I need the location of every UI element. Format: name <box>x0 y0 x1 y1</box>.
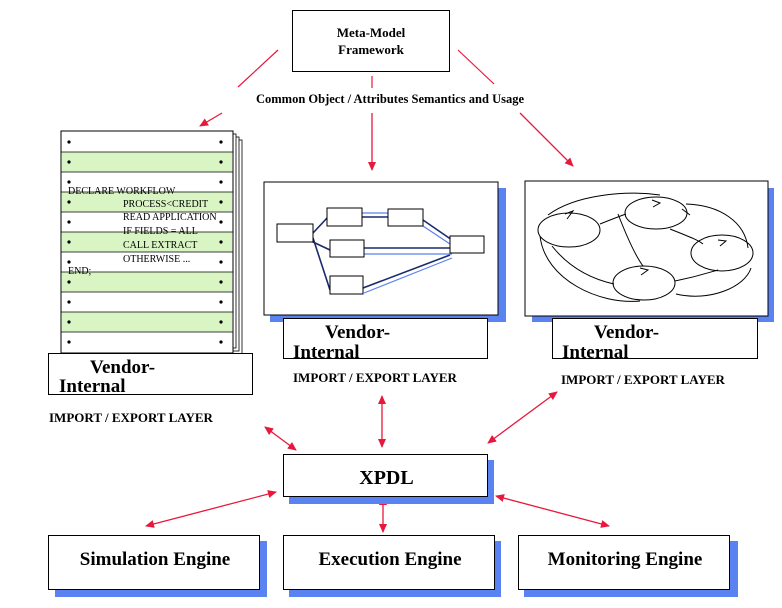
arrow-right-vendor-xpdl <box>487 391 558 444</box>
vendor-left-layer: IMPORT / EXPORT LAYER <box>49 410 213 425</box>
meta-line-right <box>457 49 495 85</box>
code-line-7: END; <box>68 266 92 277</box>
arrow-xpdl-simulation <box>145 490 277 528</box>
code-line-5: CALL EXTRACT <box>123 240 198 251</box>
arrow-to-right-vendor <box>519 112 574 167</box>
code-listing-page <box>60 130 243 355</box>
code-line-3: READ APPLICATION <box>123 212 217 223</box>
vendor-mid-line1: Vendor- <box>325 322 391 343</box>
vendor-mid-layer: IMPORT / EXPORT LAYER <box>293 370 457 385</box>
right-picture-frame <box>524 180 769 317</box>
arrow-left-vendor-xpdl <box>264 426 297 451</box>
state-diagram <box>537 192 754 302</box>
vendor-left-box: Vendor- Internal <box>48 353 253 397</box>
vendor-right-box: Vendor- Internal <box>552 318 758 363</box>
vendor-right-line2: Internal <box>562 342 629 363</box>
execution-engine-box: Execution Engine <box>283 535 495 590</box>
arrow-to-left-vendor <box>199 112 223 127</box>
simulation-engine-box: Simulation Engine <box>48 535 260 590</box>
xpdl-box: XPDL <box>283 454 488 497</box>
simulation-engine-label: Simulation Engine <box>79 549 231 570</box>
vendor-mid-box: Vendor- Internal <box>283 318 488 363</box>
xpdl-label: XPDL <box>359 467 414 489</box>
code-line-1: DECLARE WORKFLOW <box>68 186 176 197</box>
code-line-2: PROCESS<CREDIT <box>123 199 209 210</box>
monitoring-engine-box: Monitoring Engine <box>518 535 730 590</box>
monitoring-engine-label: Monitoring Engine <box>547 549 703 570</box>
execution-engine-label: Execution Engine <box>318 549 462 570</box>
vendor-right-layer: IMPORT / EXPORT LAYER <box>561 372 725 387</box>
vendor-right-line1: Vendor- <box>594 322 660 343</box>
vendor-left-line2: Internal <box>59 376 126 397</box>
arrow-xpdl-monitoring <box>495 494 610 528</box>
meta-line-left <box>237 49 279 88</box>
meta-model-line2: Framework <box>338 42 404 57</box>
process-graph <box>276 207 485 295</box>
vendor-left-line1: Vendor- <box>90 357 156 378</box>
meta-model-line1: Meta-Model <box>336 25 406 40</box>
code-line-4: IF FIELDS = ALL <box>123 226 198 237</box>
common-semantics-label: Common Object / Attributes Semantics and… <box>255 92 525 106</box>
meta-model-box: Meta-Model Framework <box>292 10 450 72</box>
vendor-mid-line2: Internal <box>293 342 360 363</box>
code-line-6: OTHERWISE ... <box>123 254 191 265</box>
